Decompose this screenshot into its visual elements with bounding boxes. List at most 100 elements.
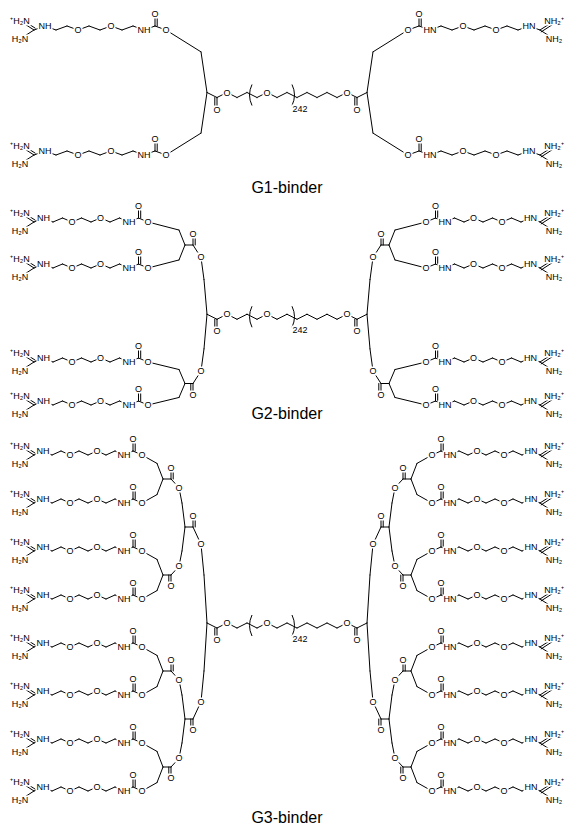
atom-label: O xyxy=(65,451,74,460)
atom-label: O xyxy=(92,543,101,552)
atom-label: O xyxy=(128,435,137,444)
bond-line xyxy=(179,245,185,260)
repeat-bracket xyxy=(250,85,253,106)
atom-label: O xyxy=(421,401,430,410)
atom-label: O xyxy=(67,401,76,410)
bond-line xyxy=(185,719,193,720)
bond-line xyxy=(411,767,417,783)
atom-label: O xyxy=(196,540,205,549)
atom-label: O xyxy=(427,787,436,796)
bond-line xyxy=(179,230,185,245)
atom-label: H₂N xyxy=(11,410,30,419)
bond-line xyxy=(157,575,163,591)
atom-label: O xyxy=(436,483,445,492)
atom-label: O xyxy=(436,531,445,540)
atom-label: HN xyxy=(523,260,538,269)
atom-label: O xyxy=(499,787,508,796)
atom-label: O xyxy=(472,591,481,600)
bond-line xyxy=(182,695,185,719)
atom-label: NH xyxy=(36,260,51,269)
atom-label: O xyxy=(174,562,183,571)
repeat-bracket xyxy=(292,85,295,106)
bond-line xyxy=(513,595,522,599)
atom-label: O xyxy=(196,253,205,262)
bond-line xyxy=(53,218,63,222)
atom-label: O xyxy=(166,656,175,665)
repeat-bracket xyxy=(292,306,295,327)
atom-label: O xyxy=(436,627,445,636)
atom-label: NH xyxy=(36,591,51,600)
bond-line xyxy=(163,671,171,672)
bond-line xyxy=(106,499,115,503)
atom-label: HN xyxy=(443,643,458,652)
atom-label: NH₂⁺ xyxy=(543,538,565,547)
atom-label: O xyxy=(398,656,407,665)
atom-label: O xyxy=(96,354,105,363)
atom-label: O xyxy=(431,202,440,211)
atom-label: NH₂ xyxy=(545,35,564,44)
bond-line xyxy=(367,280,370,315)
atom-label: O xyxy=(262,88,271,97)
bond-line xyxy=(163,575,171,576)
bond-line xyxy=(122,26,133,30)
atom-label: O xyxy=(137,787,146,796)
atom-label: O xyxy=(342,88,351,97)
bond-line xyxy=(237,314,247,319)
atom-label: O xyxy=(491,151,500,160)
atom-label: O xyxy=(368,540,377,549)
bond-line xyxy=(79,595,88,599)
atom-label: HN xyxy=(524,543,539,552)
bond-line xyxy=(441,151,452,155)
atom-label: NH₂⁺ xyxy=(543,442,565,451)
bond-line xyxy=(327,314,337,319)
bond-line xyxy=(52,499,61,503)
bond-line xyxy=(182,719,185,743)
bond-line xyxy=(512,358,522,362)
atom-label: O xyxy=(398,464,407,473)
atom-label: O xyxy=(65,547,74,556)
atom-label: O xyxy=(96,397,105,406)
bond-line xyxy=(389,245,395,260)
atom-label: HN xyxy=(443,499,458,508)
atom-label: NH xyxy=(36,735,51,744)
atom-label: O xyxy=(137,451,146,460)
atom-label: O xyxy=(262,619,271,628)
bond-line xyxy=(389,230,395,245)
atom-label: O xyxy=(368,253,377,262)
bond-line xyxy=(110,264,120,268)
atom-label: O xyxy=(469,397,478,406)
atom-label: O xyxy=(499,499,508,508)
bond-line xyxy=(513,499,522,503)
bond-line xyxy=(441,26,452,30)
atom-label: O xyxy=(166,464,175,473)
bond-line xyxy=(110,401,120,405)
atom-label: NH xyxy=(117,739,132,748)
atom-label: H₂N xyxy=(11,35,30,44)
bond-line xyxy=(513,691,522,695)
atom-label: O xyxy=(106,22,115,31)
bond-line xyxy=(82,218,92,222)
bond-line xyxy=(247,93,257,98)
atom-label: O xyxy=(491,26,500,35)
atom-label: O xyxy=(376,726,385,735)
atom-label: O xyxy=(134,385,143,394)
atom-label: O xyxy=(196,367,205,376)
atom-label: NH xyxy=(117,451,132,460)
atom-label: O xyxy=(67,264,76,273)
atom-label: O xyxy=(376,230,385,239)
bond-line xyxy=(204,623,207,671)
atom-label: H₂N xyxy=(11,508,30,517)
atom-label: O xyxy=(398,582,407,591)
bond-line xyxy=(53,401,63,405)
bond-line xyxy=(367,623,370,671)
bond-line xyxy=(486,499,495,503)
atom-label: NH xyxy=(117,787,132,796)
atom-label: NH xyxy=(137,151,152,160)
bond-line xyxy=(389,527,392,551)
atom-label: O xyxy=(67,218,76,227)
atom-label: NH xyxy=(137,26,152,35)
atom-label: NH₂ xyxy=(545,460,564,469)
bond-line xyxy=(512,401,522,405)
atom-label: H₂N xyxy=(11,700,30,709)
bond-line xyxy=(403,479,411,480)
